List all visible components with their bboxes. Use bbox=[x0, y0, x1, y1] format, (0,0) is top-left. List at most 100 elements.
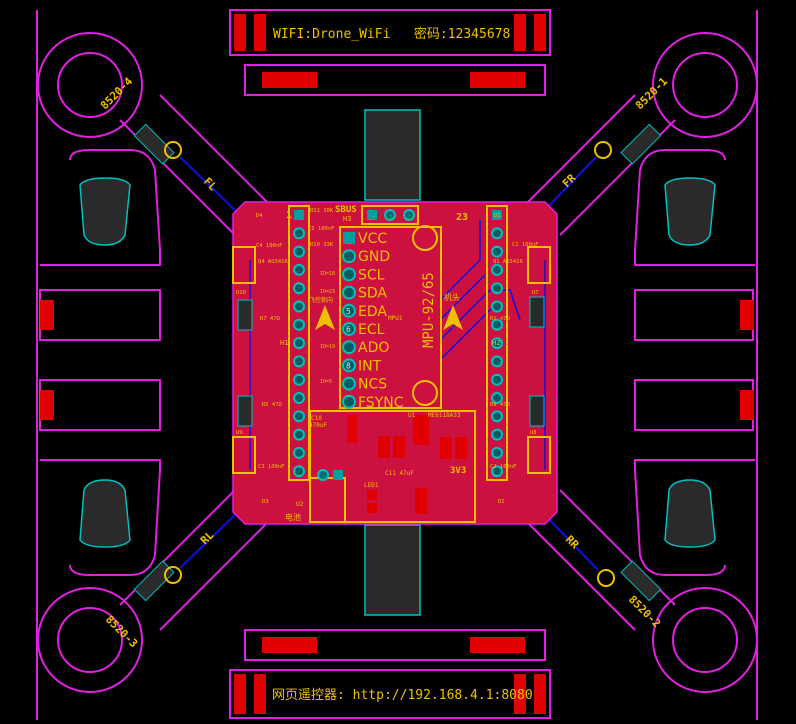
r11-label: R11 10K bbox=[310, 208, 334, 214]
motor-label-4: 8520-4 bbox=[98, 75, 136, 113]
d2-label: D2 bbox=[498, 499, 505, 505]
header-pin bbox=[491, 392, 503, 404]
c10-value: 470uF bbox=[309, 422, 327, 429]
mpu-pin bbox=[342, 376, 356, 391]
u7-label: U7 bbox=[532, 290, 539, 296]
wifi-label: WIFI:Drone_WiFi 密码:12345678 bbox=[273, 26, 510, 42]
header-pin bbox=[293, 428, 305, 441]
header-pin bbox=[491, 263, 503, 276]
header-pin bbox=[293, 446, 305, 459]
board-outline bbox=[36, 10, 758, 720]
header-pin bbox=[293, 337, 305, 350]
mpu-pin-label: NCS bbox=[358, 377, 387, 393]
battery-label: 电池 bbox=[285, 512, 301, 522]
mpu-pin bbox=[342, 285, 356, 300]
right-pin-label: 23 bbox=[456, 212, 468, 223]
mpu-pin-label: INT bbox=[358, 358, 382, 374]
header-pin-square bbox=[492, 210, 502, 220]
header-pin bbox=[491, 465, 503, 478]
r10-label: R10 33K bbox=[310, 242, 334, 248]
r5-label: R5 47Ω bbox=[262, 402, 283, 408]
mpu-pin-label: GND bbox=[358, 249, 390, 265]
header-pin bbox=[491, 318, 503, 331]
u10-label: U10 bbox=[236, 290, 246, 296]
orientation-arrow-right bbox=[443, 305, 463, 330]
header-pin bbox=[293, 245, 305, 258]
r7-label: R7 47Ω bbox=[260, 316, 281, 322]
d1-label: D1 bbox=[494, 213, 501, 219]
header-pin bbox=[293, 227, 305, 240]
d3-label: D3 bbox=[262, 499, 269, 505]
h1-label: H1 bbox=[280, 339, 288, 347]
cutouts bbox=[79, 109, 716, 616]
arm-label-fr: FR bbox=[560, 171, 579, 190]
r8-label: R8 47Ω bbox=[490, 402, 511, 408]
left-pin-label: 1 bbox=[286, 210, 292, 221]
c3-label: C3 100nF bbox=[258, 464, 285, 470]
regulator-label: ME6118A33 bbox=[428, 412, 461, 419]
c5-label: C5 100nF bbox=[308, 226, 335, 232]
header-pin bbox=[491, 245, 503, 258]
header-pin bbox=[293, 263, 305, 276]
header-pin bbox=[491, 428, 503, 441]
mpu-name: MPU-92/65 bbox=[421, 272, 437, 348]
mpu-pin-number: 5 bbox=[346, 307, 351, 316]
header-h2-pins bbox=[491, 210, 503, 478]
header-pin bbox=[491, 355, 503, 368]
header-pin bbox=[491, 373, 503, 386]
mpu-pin bbox=[342, 267, 356, 282]
arm-label-rl: RL bbox=[198, 528, 217, 547]
header-pin bbox=[491, 337, 503, 350]
header-pin bbox=[293, 373, 305, 386]
c10-label: C10 bbox=[311, 415, 322, 422]
header-pin bbox=[491, 282, 503, 295]
bottom-label-box: 网页遥控器: http://192.168.4.1:8080 bbox=[229, 669, 551, 719]
header-pin bbox=[293, 282, 305, 295]
header-pin bbox=[293, 300, 305, 313]
mpu-pin-number: 8 bbox=[346, 361, 351, 370]
motor-pads bbox=[40, 72, 754, 653]
header-pin bbox=[293, 465, 305, 478]
u2-label: U2 bbox=[296, 501, 304, 508]
mpu-pin-square bbox=[343, 232, 355, 244]
mpu-pin bbox=[342, 394, 356, 409]
u9-label: U9 bbox=[236, 430, 243, 436]
orientation-arrow-left bbox=[315, 305, 335, 330]
mpu-pin-label: FSYNC bbox=[358, 395, 404, 411]
web-remote-label: 网页遥控器: http://192.168.4.1:8080 bbox=[272, 688, 533, 703]
mpu-pin-label: VCC bbox=[358, 231, 387, 247]
c11-label: C11 47uF bbox=[385, 470, 414, 477]
motor-label-2: 8520-2 bbox=[626, 593, 663, 630]
header-pin bbox=[491, 227, 503, 240]
q4-label: Q4 AO3416 bbox=[258, 259, 288, 265]
c4-label: C4 100nF bbox=[256, 243, 283, 249]
io23-label: IO=23 bbox=[320, 289, 335, 295]
top-label-box: WIFI:Drone_WiFi 密码:12345678 bbox=[229, 9, 551, 56]
header-pin bbox=[491, 300, 503, 313]
3v3-label: 3V3 bbox=[450, 466, 466, 476]
mpu-pin-number: 6 bbox=[346, 325, 351, 334]
io5-label: IO=5 bbox=[320, 379, 332, 385]
header-pin bbox=[491, 410, 503, 423]
u1-label: U1 bbox=[408, 412, 416, 419]
mpu-pin bbox=[342, 249, 356, 264]
sbus-label: SBUS bbox=[335, 205, 357, 215]
h2-label: H2 bbox=[492, 339, 500, 347]
nose-label: 机头 bbox=[444, 292, 460, 302]
c1-label: C1 100nF bbox=[512, 242, 539, 248]
q1-label: Q1 AO3416 bbox=[493, 259, 523, 265]
r1-label: R1 47Ω bbox=[490, 316, 511, 322]
io19-label: IO=19 bbox=[320, 344, 335, 350]
io18-label: IO=18 bbox=[320, 271, 335, 277]
mpu-ref: MPU1 bbox=[388, 315, 403, 322]
mpu-pin bbox=[342, 358, 356, 373]
mpu-pin-label: EDA bbox=[358, 304, 387, 320]
mpu-pin bbox=[342, 322, 356, 336]
mpu-pin-label: ADO bbox=[358, 340, 389, 356]
header-pin bbox=[293, 355, 305, 368]
h3-label: H3 bbox=[343, 215, 351, 223]
u8-label: U8 bbox=[530, 430, 537, 436]
header-pin bbox=[491, 446, 503, 459]
